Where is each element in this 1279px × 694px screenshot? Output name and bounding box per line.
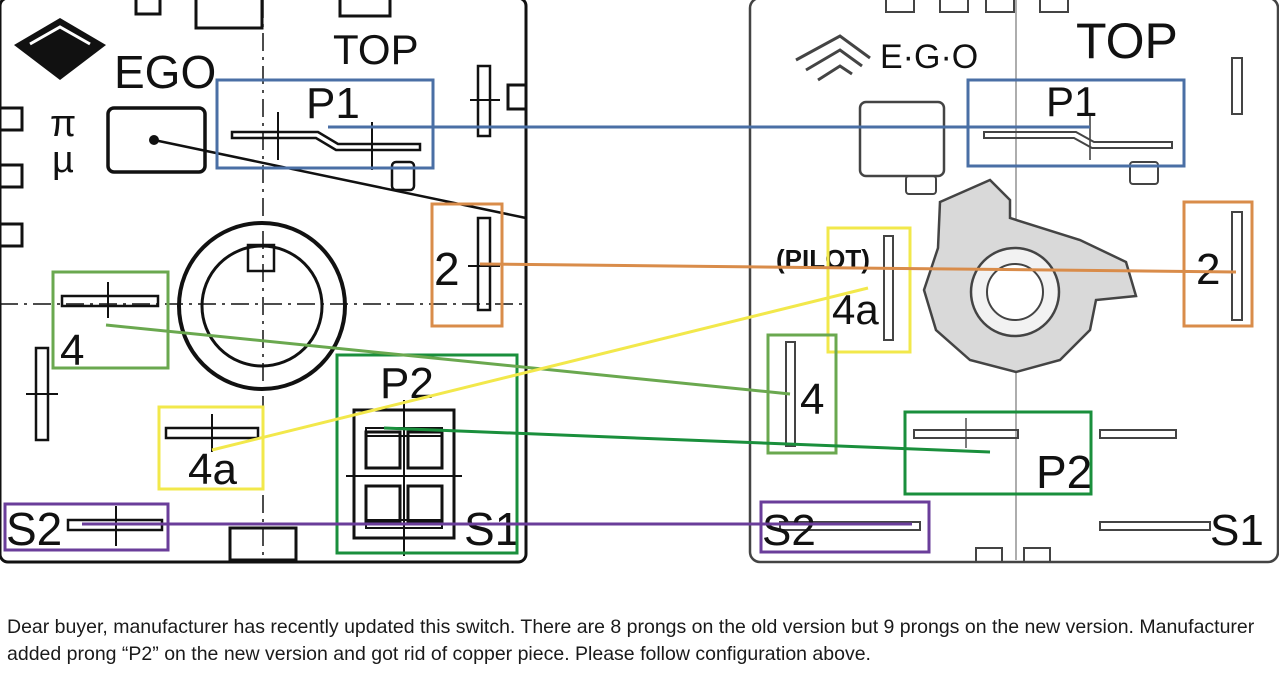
new-p1-box	[966, 78, 1186, 168]
new-s2-box	[759, 500, 931, 554]
new-t4a-label: 4a	[832, 286, 879, 333]
old-shaft-ring	[177, 221, 347, 391]
old-p2-box	[335, 353, 519, 555]
old-s2-box	[3, 502, 170, 552]
connector-t4	[105, 323, 791, 396]
new-t4a-box	[826, 226, 912, 354]
old-t4a-box	[157, 405, 265, 491]
new-t2-box	[1182, 200, 1254, 328]
old-brand-label: EGO	[114, 46, 216, 98]
new-t2-label: 2	[1196, 245, 1220, 294]
new-p2-label: P2	[1036, 446, 1092, 498]
connector-t2	[479, 262, 1237, 274]
wiring-diagram: EGO TOP π µ P1 2 4 4a P2 S2 S1	[0, 0, 1279, 564]
old-s1-label: S1	[464, 503, 520, 555]
old-p2-label: P2	[380, 359, 434, 408]
old-t4-box	[51, 270, 170, 370]
new-p2-box	[903, 410, 1093, 496]
new-sensor-box	[858, 100, 946, 178]
new-p1-label: P1	[1046, 78, 1097, 125]
new-s2-label: S2	[762, 506, 816, 555]
old-t4a-label: 4a	[188, 445, 237, 494]
new-switch-body	[748, 0, 1279, 564]
new-top-label: TOP	[1076, 13, 1178, 69]
old-p1-box	[215, 78, 435, 170]
ego-logo-icon	[14, 18, 106, 80]
new-switch-drawing	[748, 0, 1279, 564]
mu-symbol: µ	[52, 139, 74, 181]
pi-symbol: π	[50, 103, 76, 145]
connector-p2	[383, 426, 991, 454]
old-sensor-box	[106, 106, 207, 174]
connector-t4a	[211, 286, 869, 452]
buyer-notice: Dear buyer, manufacturer has recently up…	[7, 616, 1255, 665]
old-switch-body	[0, 0, 528, 564]
old-p1-label: P1	[306, 79, 360, 128]
old-top-label: TOP	[333, 26, 419, 73]
old-copper-line	[153, 138, 527, 220]
new-brand-label: E·G·O	[880, 38, 978, 76]
new-t4-label: 4	[800, 375, 824, 424]
ego-new-logo-icon	[795, 34, 871, 62]
old-s2-label: S2	[6, 503, 62, 555]
pilot-label: (PILOT)	[776, 244, 870, 274]
old-t2-label: 2	[434, 243, 460, 295]
new-s1-label: S1	[1210, 506, 1264, 555]
new-t4-box	[766, 333, 838, 455]
